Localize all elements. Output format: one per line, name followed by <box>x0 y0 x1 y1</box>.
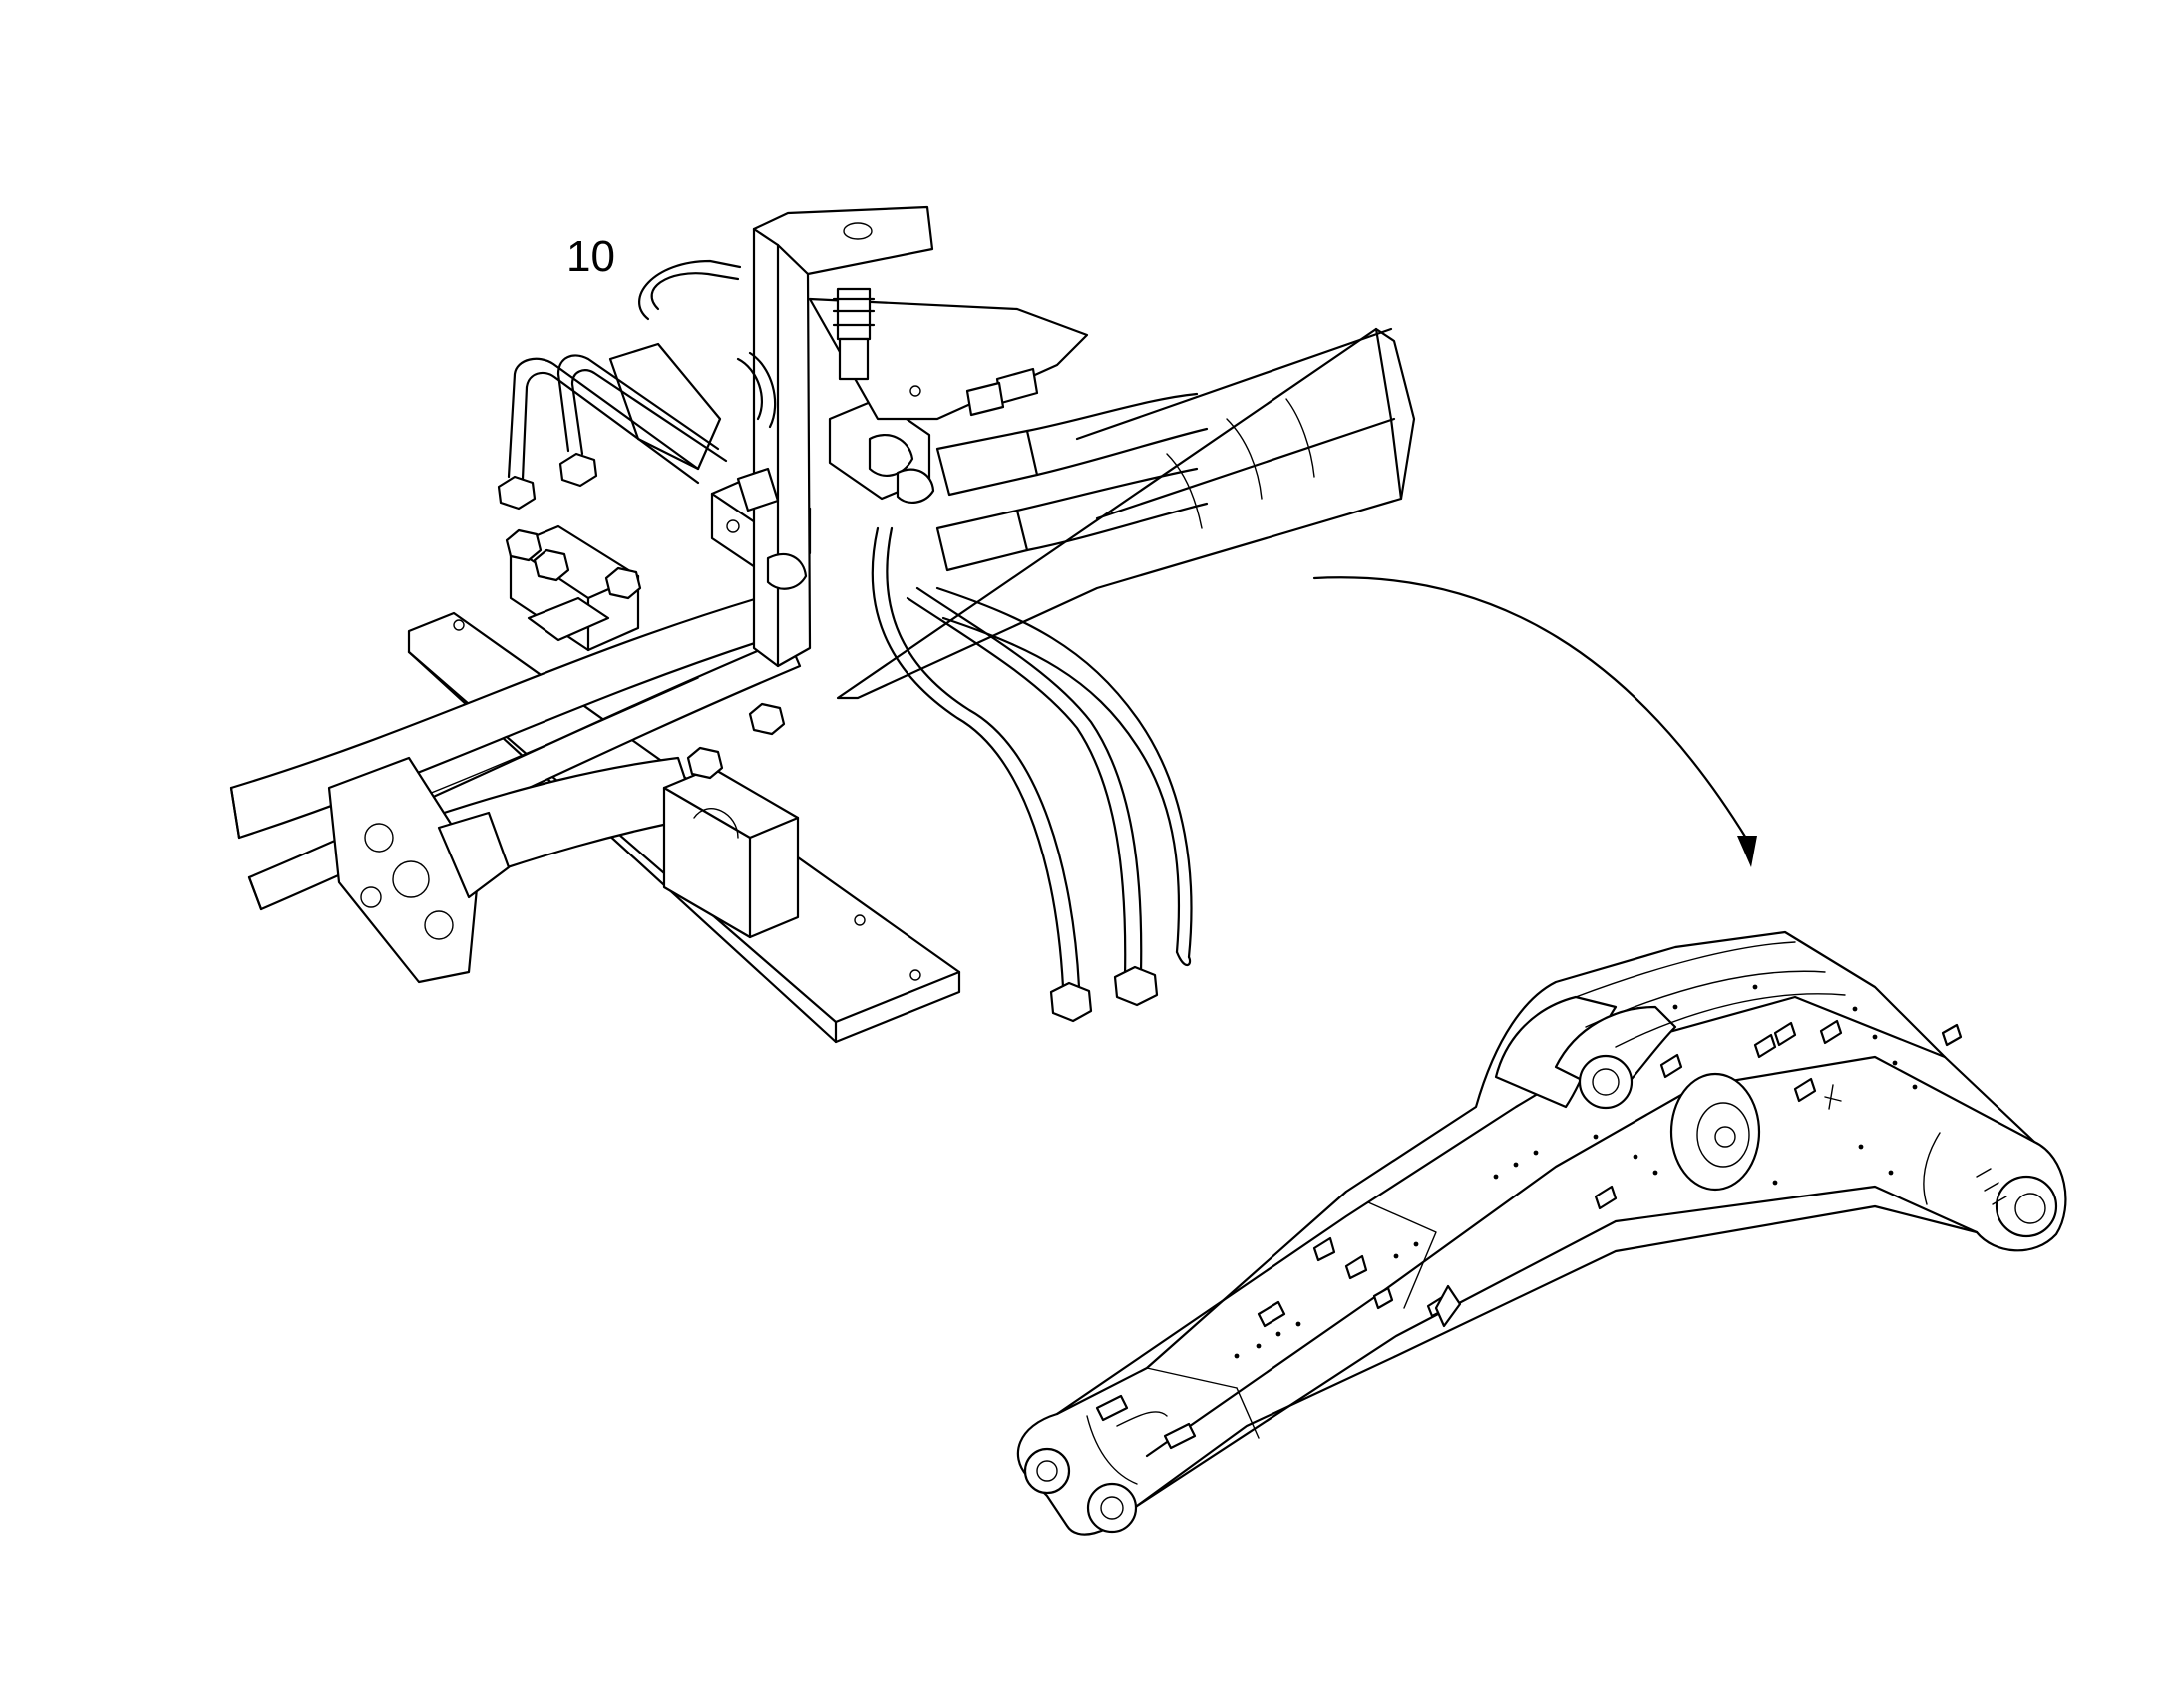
reference-label: 10 <box>566 232 615 281</box>
mounting-bracket <box>752 205 1089 668</box>
boom-end-section <box>836 327 1416 700</box>
small-tubes <box>497 259 777 511</box>
fittings <box>736 287 1039 590</box>
downward-pipes <box>871 526 1193 1023</box>
lower-cylinder <box>327 756 700 984</box>
excavator-boom <box>1016 930 2067 1536</box>
transition-arrow <box>1312 576 1757 867</box>
hydraulic-hoses-right <box>935 392 1209 572</box>
valve-assembly <box>229 205 1416 1044</box>
hex-nuts <box>505 528 786 780</box>
